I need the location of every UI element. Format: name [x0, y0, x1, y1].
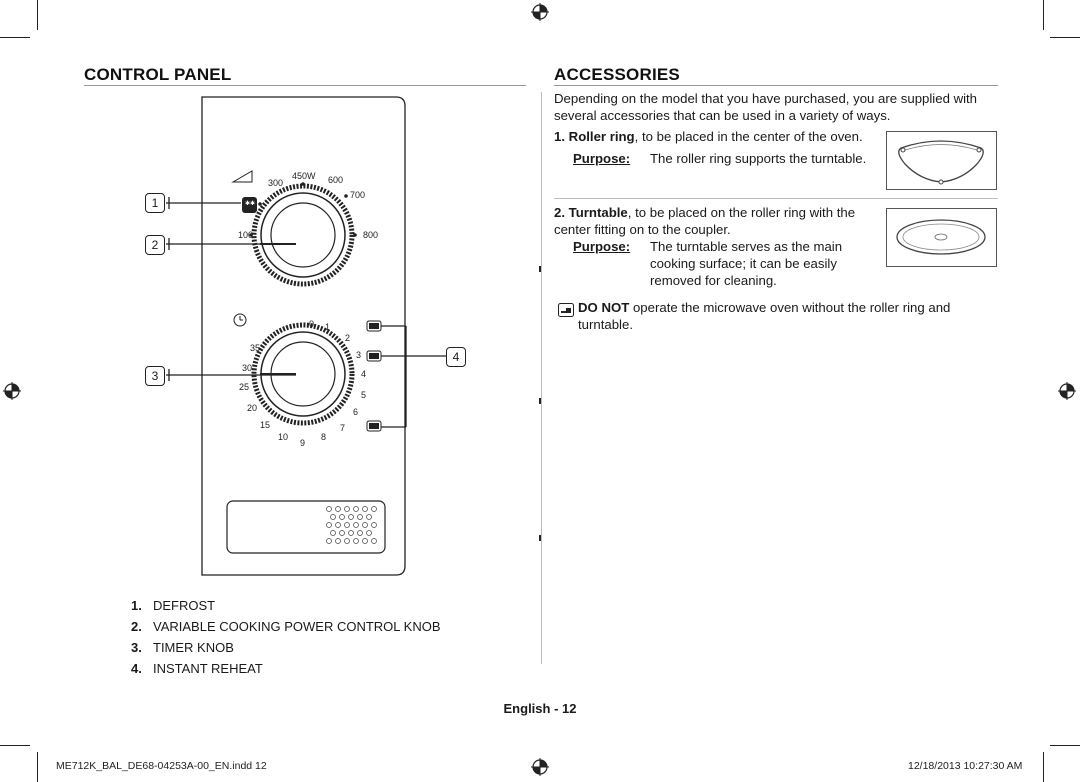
purpose-label: Purpose: — [573, 151, 631, 166]
callout-3: 3 — [145, 366, 165, 386]
timer-marks: 0 1 2 3 4 5 6 7 8 9 10 15 20 25 30 35 — [239, 319, 366, 448]
crop-mark — [1050, 745, 1080, 746]
svg-text:✱✱: ✱✱ — [245, 200, 255, 207]
timer-knob-ring — [251, 322, 355, 426]
svg-text:5: 5 — [361, 390, 366, 400]
page-number: English - 12 — [503, 701, 577, 716]
timer-icon — [233, 313, 247, 327]
column-divider — [541, 92, 542, 664]
purpose-text: The roller ring supports the turntable. — [650, 151, 867, 166]
control-panel-diagram: 300 450W 600 700 100 800 ✱✱ 0 1 2 3 4 5 … — [166, 96, 446, 576]
legend-item: 3.TIMER KNOB — [131, 640, 234, 655]
svg-text:15: 15 — [260, 420, 270, 430]
power-mark: 800 — [363, 230, 378, 240]
safety-note: DO NOT operate the microwave oven withou… — [578, 300, 951, 332]
divider-tick — [539, 535, 541, 541]
crop-mark — [1043, 0, 1044, 30]
defrost-icon — [242, 197, 257, 213]
callout-1: 1 — [145, 193, 165, 213]
divider-tick — [539, 266, 541, 272]
power-level-icon — [231, 170, 253, 183]
svg-text:7: 7 — [340, 423, 345, 433]
accessory-item-turntable: 2. Turntable, to be placed on the roller… — [554, 205, 856, 237]
legend-item: 2.VARIABLE COOKING POWER CONTROL KNOB — [131, 619, 441, 634]
crop-mark — [0, 37, 30, 38]
section-rule — [84, 85, 526, 86]
crop-mark — [37, 752, 38, 782]
svg-text:25: 25 — [239, 382, 249, 392]
svg-text:1: 1 — [325, 322, 330, 332]
power-mark: 300 — [268, 178, 283, 188]
registration-mark-icon — [1058, 382, 1076, 400]
registration-mark-icon — [531, 758, 549, 776]
power-knob — [260, 192, 346, 278]
section-rule — [554, 85, 998, 86]
power-knob-ring — [251, 183, 355, 287]
section-title-control-panel: CONTROL PANEL — [84, 65, 232, 84]
svg-text:10: 10 — [278, 432, 288, 442]
vent-panel — [226, 500, 386, 554]
registration-mark-icon — [531, 3, 549, 21]
legend-item: 1.DEFROST — [131, 598, 216, 613]
callout-2: 2 — [145, 235, 165, 255]
svg-text:6: 6 — [353, 407, 358, 417]
svg-text:8: 8 — [321, 432, 326, 442]
instant-reheat-icon — [366, 420, 382, 432]
accessory-item-roller-ring: 1. Roller ring, to be placed in the cent… — [554, 129, 863, 144]
file-name: ME712K_BAL_DE68-04253A-00_EN.indd 12 — [56, 760, 267, 772]
crop-mark — [37, 0, 38, 30]
divider-tick — [539, 398, 541, 404]
section-title-accessories: ACCESSORIES — [554, 65, 680, 84]
purpose-label: Purpose: — [573, 239, 631, 254]
svg-text:4: 4 — [361, 369, 366, 379]
vent-grille — [326, 506, 377, 544]
svg-text:20: 20 — [247, 403, 257, 413]
power-mark: 100 — [238, 230, 253, 240]
print-timestamp: 12/18/2013 10:27:30 AM — [908, 760, 1023, 772]
legend-item: 4.INSTANT REHEAT — [131, 661, 263, 676]
purpose-text: The turntable serves as the main cooking… — [650, 239, 843, 288]
power-mark: 600 — [328, 175, 343, 185]
crop-mark — [1050, 37, 1080, 38]
registration-mark-icon — [3, 382, 21, 400]
note-hand-icon — [558, 303, 574, 317]
svg-text:3: 3 — [356, 350, 361, 360]
crop-mark — [1043, 752, 1044, 782]
item-divider — [554, 198, 998, 199]
svg-text:35: 35 — [250, 343, 260, 353]
svg-text:9: 9 — [300, 438, 305, 448]
accessories-intro: Depending on the model that you have pur… — [554, 91, 978, 123]
svg-text:0: 0 — [309, 319, 314, 329]
callout-4: 4 — [446, 347, 466, 367]
roller-ring-image — [886, 131, 997, 190]
crop-mark — [0, 745, 30, 746]
turntable-image — [886, 208, 997, 267]
power-mark: 450W — [292, 171, 316, 181]
power-mark: 700 — [350, 190, 365, 200]
svg-text:30: 30 — [242, 363, 252, 373]
svg-text:2: 2 — [345, 333, 350, 343]
